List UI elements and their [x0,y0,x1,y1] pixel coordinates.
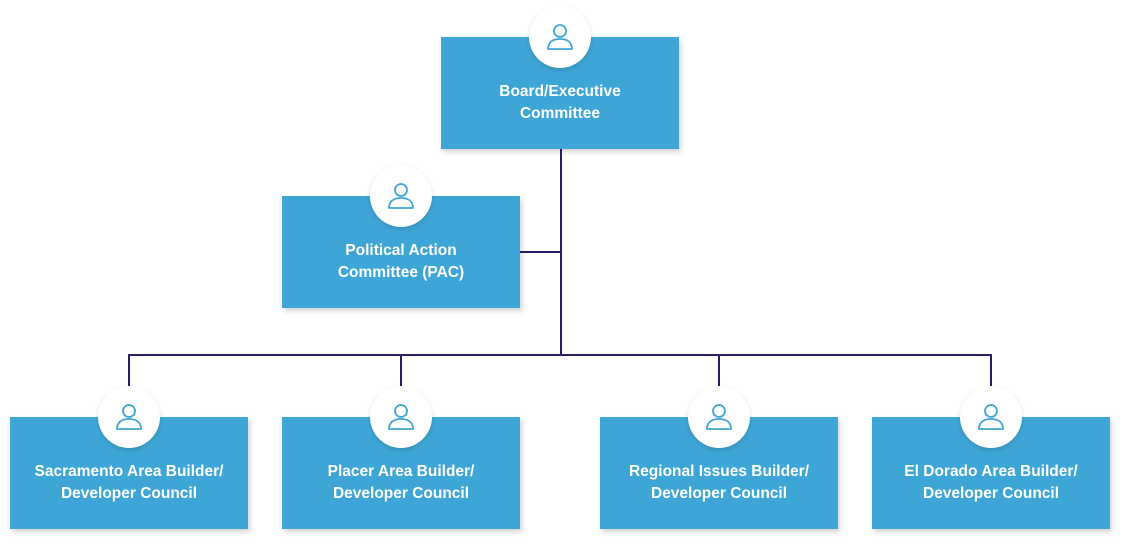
node-label: Placer Area Builder/ Developer Council [288,461,514,505]
node-label-line-2: Committee (PAC) [337,264,465,281]
node-label-line-1: El Dorado Area Builder/ [904,463,1078,480]
node-label-line-1: Regional Issues Builder/ [628,463,810,480]
node-label-line-1: Political Action [345,242,457,259]
person-icon [688,386,750,448]
person-icon [98,386,160,448]
node-sacramento-council: Sacramento Area Builder/ Developer Counc… [10,417,248,529]
node-label: Regional Issues Builder/ Developer Counc… [606,461,832,505]
node-label: El Dorado Area Builder/ Developer Counci… [878,461,1104,505]
person-icon [370,386,432,448]
node-label-line-2: Developer Council [922,485,1060,502]
node-board-executive-committee: Board/Executive Committee [441,37,679,149]
node-label-line-1: Sacramento Area Builder/ [34,463,224,480]
node-label-line-2: Developer Council [332,485,470,502]
node-label: Political Action Committee (PAC) [288,240,514,284]
node-label-line-1: Placer Area Builder/ [327,463,475,480]
person-icon [529,6,591,68]
person-icon [960,386,1022,448]
node-label-line-1: Board/Executive [499,83,621,100]
node-label-line-2: Developer Council [60,485,198,502]
node-label-line-2: Developer Council [650,485,788,502]
person-icon [370,165,432,227]
node-label-line-2: Committee [519,105,601,122]
node-label: Sacramento Area Builder/ Developer Counc… [16,461,242,505]
node-label: Board/Executive Committee [447,81,673,125]
